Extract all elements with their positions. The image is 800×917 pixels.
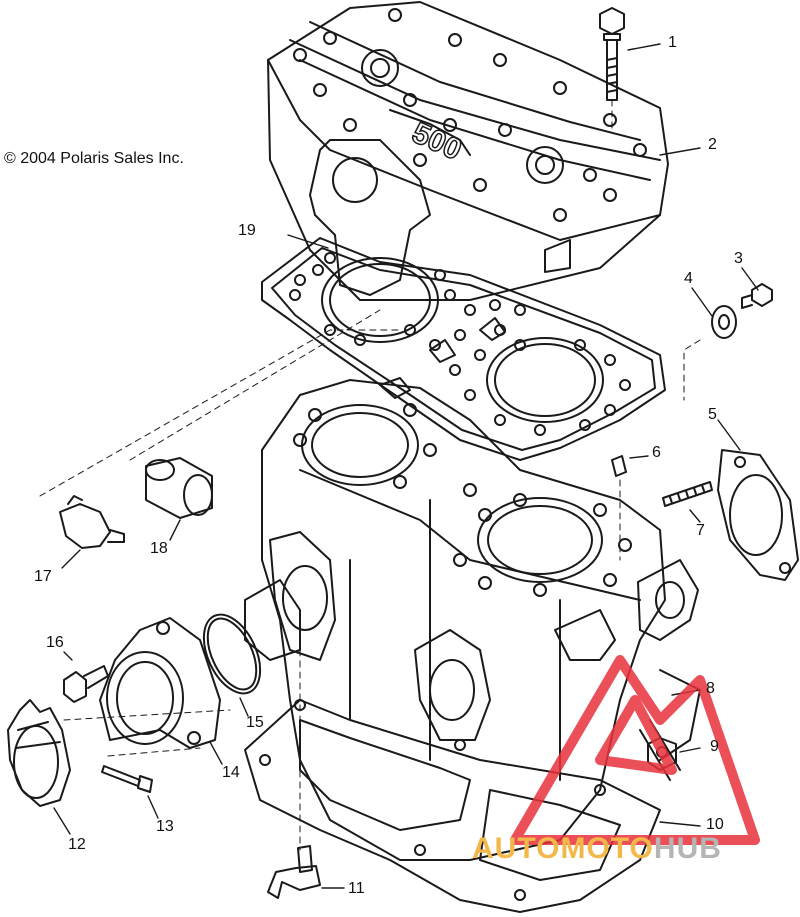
watermark-logo-triangle [510, 655, 760, 845]
callout-17: 17 [34, 568, 52, 585]
cylinder-block [244, 379, 701, 861]
bolt-part-3 [741, 283, 773, 309]
callout-4: 4 [684, 270, 693, 287]
callout-15: 15 [246, 714, 264, 731]
leader-lines [53, 43, 759, 889]
callout-6: 6 [652, 444, 661, 461]
callout-16: 16 [46, 634, 64, 651]
cylinder-head-cover-part-2 [267, 1, 669, 301]
callout-14: 14 [222, 764, 240, 781]
callout-19: 19 [238, 222, 256, 239]
dowel-part-6 [611, 455, 627, 477]
callout-2: 2 [708, 136, 717, 153]
stud-part-7 [662, 481, 713, 507]
callout-12: 12 [68, 836, 86, 853]
callout-18: 18 [150, 540, 168, 557]
callout-1: 1 [668, 34, 677, 51]
callout-3: 3 [734, 250, 743, 267]
callout-11: 11 [348, 880, 365, 897]
screw-part-13 [101, 765, 153, 793]
exhaust-gasket-part-5 [717, 449, 799, 581]
bolt-part-16 [63, 665, 109, 703]
base-gasket-part-10 [244, 699, 661, 913]
sleeve-part-18 [145, 457, 213, 519]
sensor-part-17 [59, 495, 125, 549]
callout-8: 8 [706, 680, 715, 697]
head-gasket-part-19 [261, 237, 666, 461]
clamp-part-12 [7, 699, 71, 807]
assembly-lines [39, 99, 701, 851]
callout-7: 7 [696, 522, 705, 539]
callout-13: 13 [156, 818, 174, 835]
fitting-part-11 [267, 845, 321, 899]
cover-engraving-text: 500 [407, 116, 466, 167]
watermark-part2: HUB [653, 832, 722, 865]
callout-10: 10 [706, 816, 724, 833]
washer-part-4 [711, 305, 737, 339]
o-ring-part-15 [202, 613, 262, 695]
watermark-part1: AUTOMOTO [472, 832, 654, 865]
bolt-part-1 [599, 7, 625, 101]
callout-5: 5 [708, 406, 717, 423]
watermark-logo-text: AUTOMOTOHUB [472, 832, 722, 866]
copyright-text: © 2004 Polaris Sales Inc. [4, 150, 184, 167]
intake-flange-part-14 [99, 617, 221, 749]
callout-9: 9 [710, 738, 719, 755]
